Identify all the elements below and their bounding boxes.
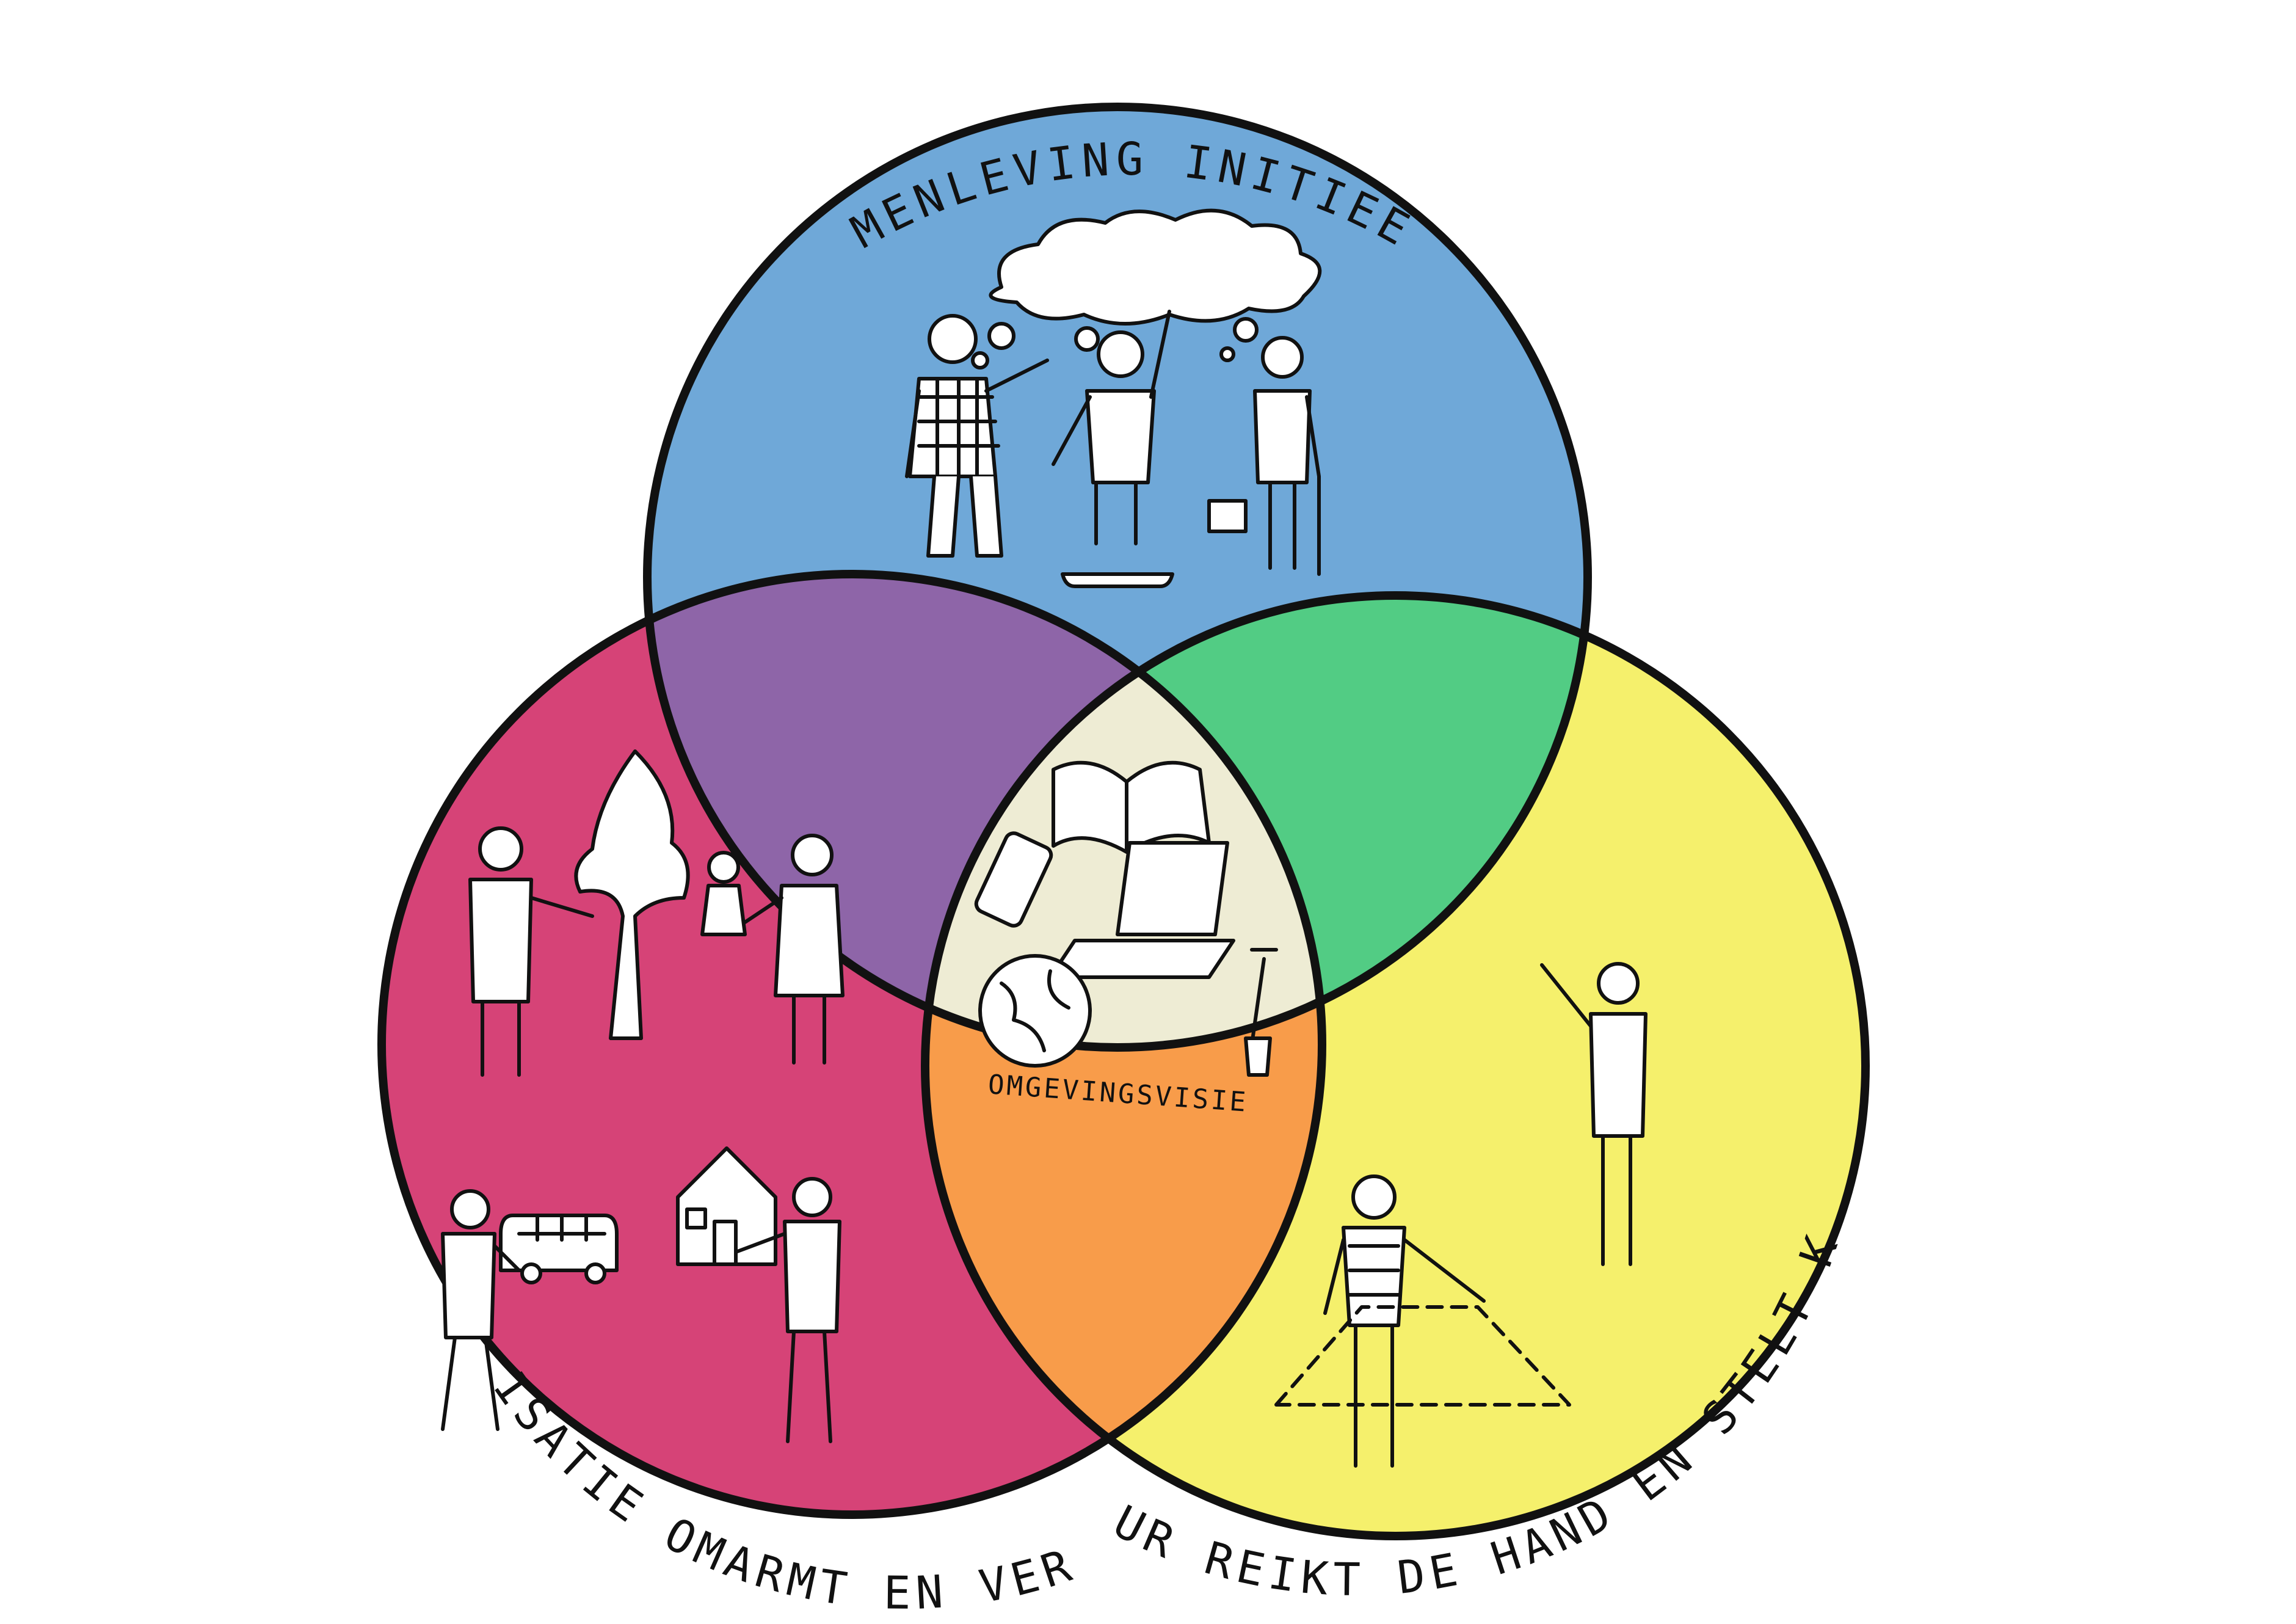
phone-icon — [974, 831, 1053, 928]
laptop-icon — [1048, 841, 1235, 979]
house-icon — [676, 1146, 777, 1266]
elderly-walker-figure-icon — [1207, 336, 1321, 576]
pointing-man-figure-icon — [1540, 962, 1648, 1266]
shovel-icon — [1244, 948, 1278, 1077]
van-icon — [499, 1214, 619, 1284]
society-circle-outline — [643, 103, 1592, 1052]
chef-figure-icon — [468, 826, 594, 1077]
organization-circle-outline — [377, 570, 1326, 1519]
skateboarder-figure-icon — [1052, 310, 1174, 588]
parent-child-figure-icon — [700, 834, 845, 1065]
farmer-figure-icon — [905, 314, 1049, 558]
cloud-thought-icon — [971, 208, 1322, 370]
administration-circle-outline — [921, 591, 1870, 1540]
standing-woman-figure-icon — [1274, 1174, 1571, 1468]
pointing-man-figure-icon — [441, 1177, 841, 1443]
globe-icon — [978, 954, 1092, 1068]
tree-icon — [574, 749, 690, 1040]
